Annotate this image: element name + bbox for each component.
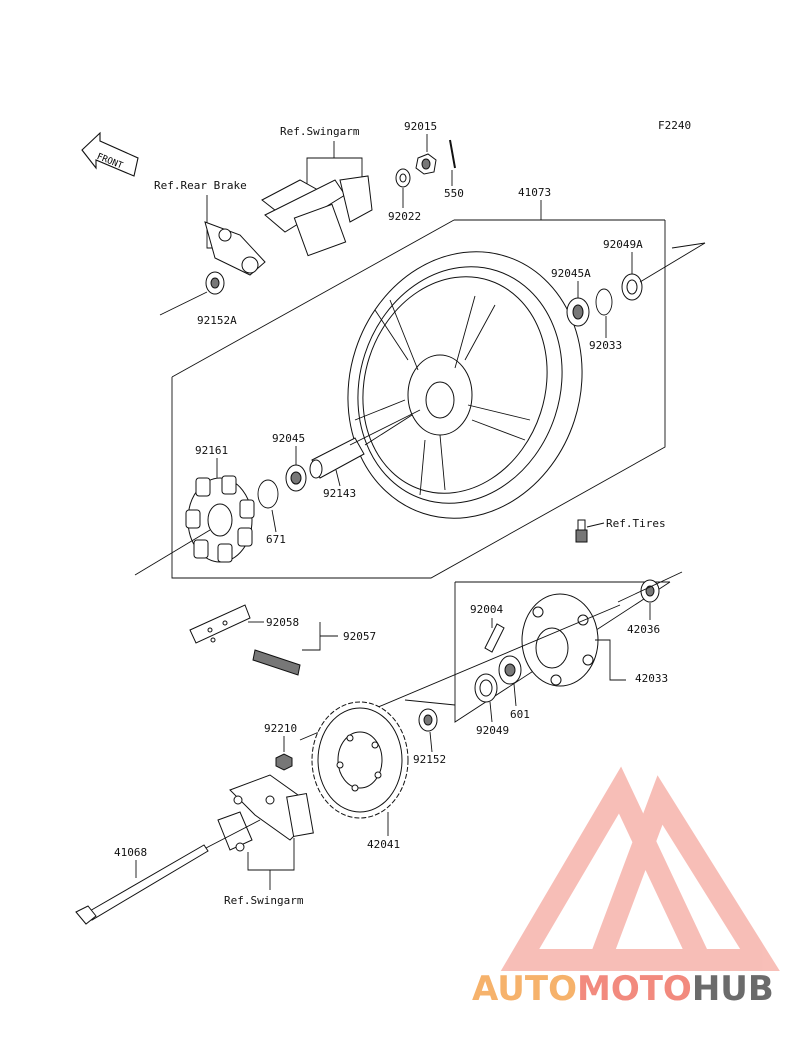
part-label-92045: 92045 — [272, 432, 305, 445]
part-label-41073: 41073 — [518, 186, 551, 199]
axle-41068 — [75, 844, 209, 925]
sprocket-hub-42033 — [521, 593, 599, 687]
part-label-92210: 92210 — [264, 722, 297, 735]
ref-swingarm-bottom: Ref.Swingarm — [224, 894, 304, 907]
part-label-92152a: 92152A — [197, 314, 237, 327]
part-label-42033: 42033 — [635, 672, 668, 685]
part-label-601: 601 — [510, 708, 530, 721]
ref-rear-brake: Ref.Rear Brake — [154, 179, 247, 192]
collar-92152a — [205, 271, 225, 295]
bearing-601 — [498, 655, 522, 685]
watermark-hub: HUB — [692, 969, 774, 1009]
caliper-bracket — [204, 175, 373, 276]
o-ring-671 — [257, 479, 279, 509]
seal-92049a — [621, 273, 643, 301]
sleeve-92143 — [309, 437, 365, 479]
nut-92210 — [275, 753, 293, 771]
washer-92022 — [395, 168, 411, 188]
part-label-41068: 41068 — [114, 846, 147, 859]
ref-tires: Ref.Tires — [606, 517, 666, 530]
watermark-logo — [500, 766, 780, 971]
part-label-92143: 92143 — [323, 487, 356, 500]
front-arrow-icon: FRONT — [81, 131, 139, 177]
seal-92049 — [474, 673, 498, 703]
circlip-92033 — [595, 288, 613, 316]
watermark-moto: MOTO — [577, 969, 692, 1009]
part-label-550: 550 — [444, 187, 464, 200]
collar-92152 — [418, 708, 438, 732]
part-label-92057: 92057 — [343, 630, 376, 643]
part-label-92049a: 92049A — [603, 238, 643, 251]
part-label-92058: 92058 — [266, 616, 299, 629]
collar-42036 — [640, 579, 660, 603]
watermark-text: AUTOMOTOHUB — [472, 969, 774, 1009]
damper-92161 — [185, 475, 255, 563]
part-label-92033: 92033 — [589, 339, 622, 352]
part-label-92049: 92049 — [476, 724, 509, 737]
chain-adjuster — [217, 774, 314, 852]
nut-92015 — [415, 153, 437, 175]
watermark-auto: AUTO — [472, 969, 577, 1009]
part-label-92152: 92152 — [413, 753, 446, 766]
part-label-92045a: 92045A — [551, 267, 591, 280]
figure-code: F2240 — [658, 119, 691, 132]
valve-icon — [575, 519, 588, 543]
part-label-42036: 42036 — [627, 623, 660, 636]
part-label-671: 671 — [266, 533, 286, 546]
part-label-92022: 92022 — [388, 210, 421, 223]
chain-92057 — [189, 604, 301, 676]
bearing-92045 — [285, 464, 307, 492]
part-label-42041: 42041 — [367, 838, 400, 851]
rear-sprocket-42041 — [311, 701, 409, 819]
ref-swingarm-top: Ref.Swingarm — [280, 125, 360, 138]
part-label-92161: 92161 — [195, 444, 228, 457]
bearing-92045a — [566, 297, 590, 327]
part-label-92004: 92004 — [470, 603, 503, 616]
stud-92004 — [484, 623, 505, 653]
rear-wheel — [347, 251, 583, 519]
part-label-92015: 92015 — [404, 120, 437, 133]
